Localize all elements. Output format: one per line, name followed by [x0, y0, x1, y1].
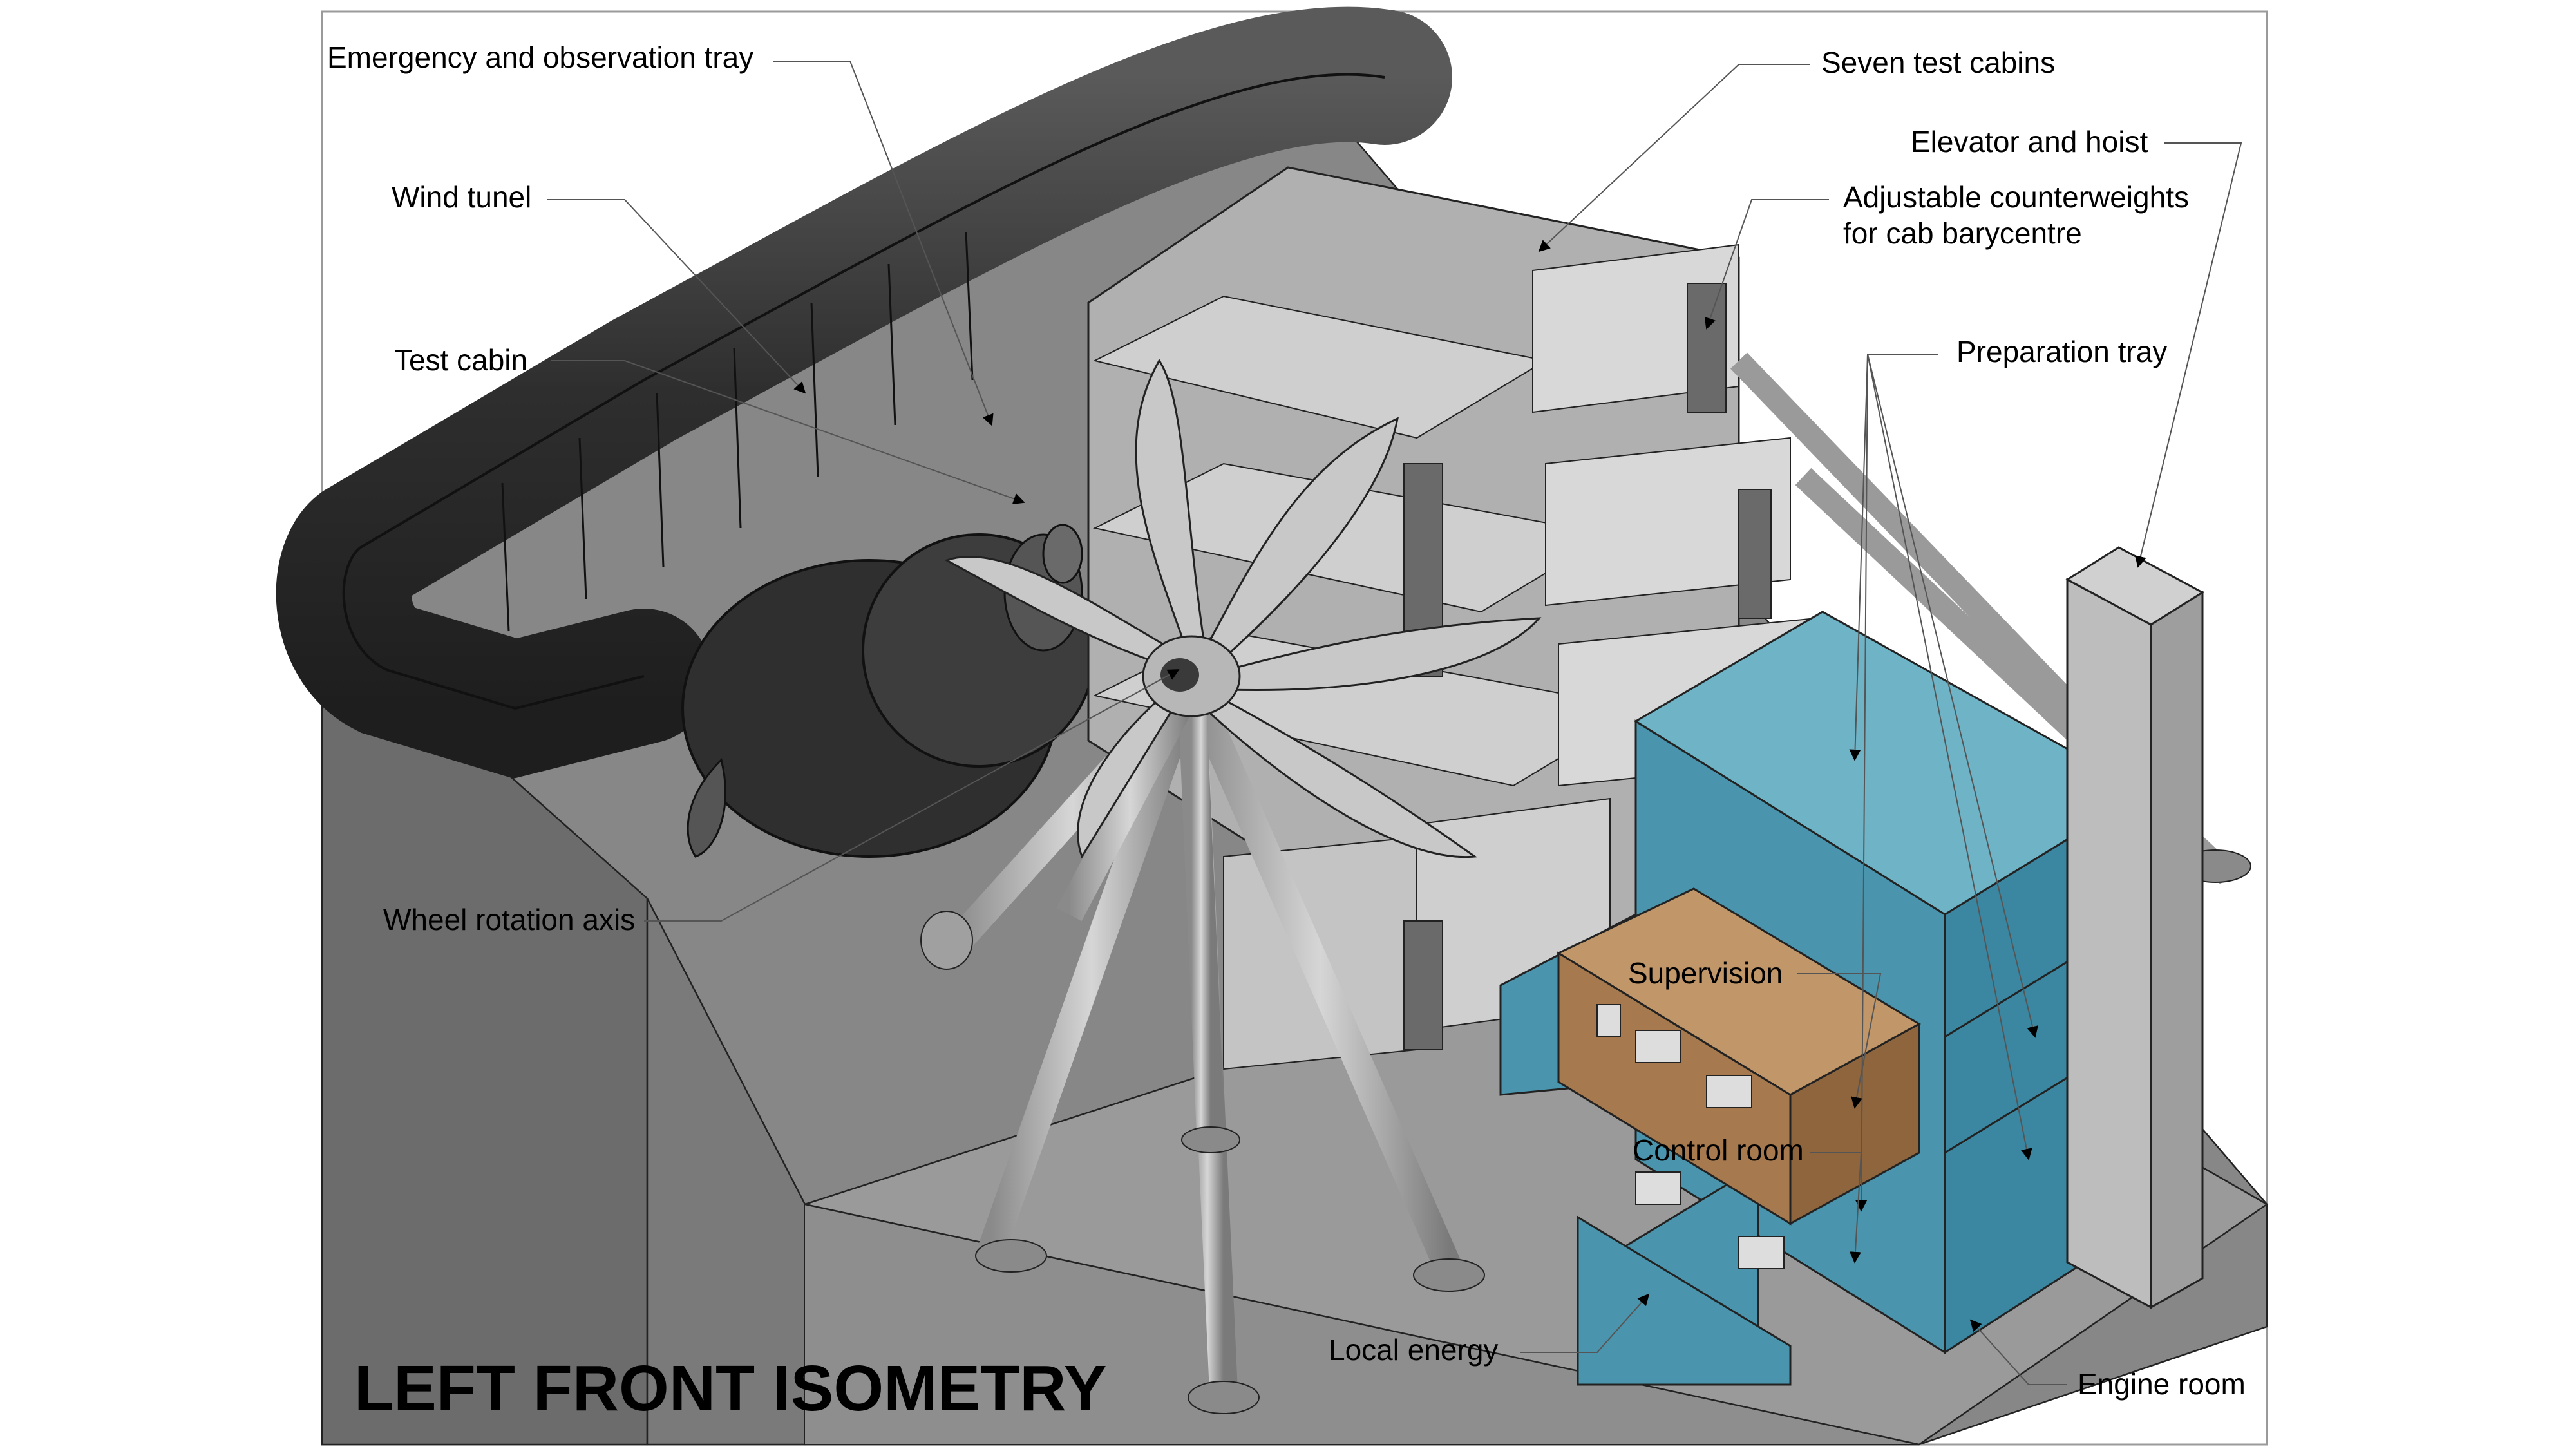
- label-wheel-axis: Wheel rotation axis: [383, 903, 635, 936]
- elevator-tower: [2065, 546, 2204, 1309]
- label-control-room: Control room: [1633, 1133, 1804, 1167]
- label-local-energy: Local energy: [1329, 1333, 1498, 1367]
- drawing-title: LEFT FRONT ISOMETRY: [354, 1352, 1106, 1425]
- label-emergency-tray: Emergency and observation tray: [327, 41, 753, 74]
- label-test-cabin: Test cabin: [394, 343, 527, 377]
- label-supervision: Supervision: [1628, 956, 1783, 990]
- label-counterweights-line1: Adjustable counterweights: [1843, 180, 2189, 214]
- wheel-supports: [920, 673, 1485, 1414]
- label-wind-tunnel: Wind tunel: [392, 180, 531, 214]
- control-building: [1556, 887, 1922, 1386]
- label-preparation-tray: Preparation tray: [1956, 335, 2167, 368]
- wheel: [944, 359, 1542, 859]
- label-engine-room: Engine room: [2078, 1367, 2246, 1401]
- label-elevator: Elevator and hoist: [1911, 125, 2148, 158]
- label-seven-cabins: Seven test cabins: [1821, 46, 2055, 79]
- label-counterweights-line2: for cab barycentre: [1843, 216, 2082, 250]
